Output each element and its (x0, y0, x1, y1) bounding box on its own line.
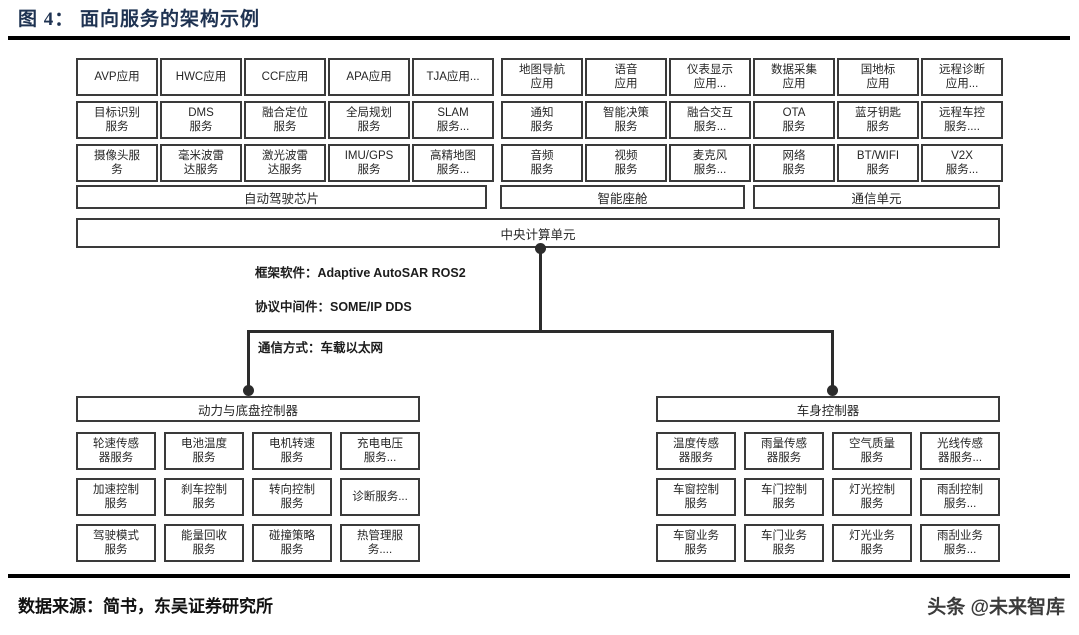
footer-divider (8, 574, 1070, 578)
group-cell-body-8[interactable]: 雨刮控制 服务... (920, 478, 1000, 516)
platform-bar-smart-cockpit[interactable]: 智能座舱 (500, 185, 745, 209)
grid-cell-application-8[interactable]: 仪表显示 应用... (669, 58, 751, 96)
group-cell-powertrain-2[interactable]: 电池温度 服务 (164, 432, 244, 470)
grid-cell-application-2[interactable]: HWC应用 (160, 58, 242, 96)
grid-cell-sensor-11[interactable]: V2X 服务... (921, 144, 1003, 182)
grid-cell-application-6[interactable]: 地图导航 应用 (501, 58, 583, 96)
grid-cell-sensor-9[interactable]: 网络 服务 (753, 144, 835, 182)
title-divider (8, 36, 1070, 40)
group-cell-body-6[interactable]: 车门控制 服务 (744, 478, 824, 516)
grid-cell-sensor-7[interactable]: 视频 服务 (585, 144, 667, 182)
grid-cell-application-7[interactable]: 语音 应用 (585, 58, 667, 96)
grid-cell-sensor-2[interactable]: 毫米波雷 达服务 (160, 144, 242, 182)
group-cell-body-10[interactable]: 车门业务 服务 (744, 524, 824, 562)
grid-cell-service-9[interactable]: OTA 服务 (753, 101, 835, 139)
group-cell-powertrain-10[interactable]: 能量回收 服务 (164, 524, 244, 562)
grid-cell-service-10[interactable]: 蓝牙钥匙 服务 (837, 101, 919, 139)
group-cell-body-3[interactable]: 空气质量 服务 (832, 432, 912, 470)
group-cell-powertrain-12[interactable]: 热管理服 务.... (340, 524, 420, 562)
grid-cell-application-10[interactable]: 国地标 应用 (837, 58, 919, 96)
connector-left-branch-vertical (247, 330, 250, 388)
grid-cell-service-1[interactable]: 目标识别 服务 (76, 101, 158, 139)
grid-cell-service-6[interactable]: 通知 服务 (501, 101, 583, 139)
connector-trunk-vertical (539, 248, 542, 332)
grid-cell-application-4[interactable]: APA应用 (328, 58, 410, 96)
group-header-powertrain[interactable]: 动力与底盘控制器 (76, 396, 420, 422)
annotation-communication-method: 通信方式：车载以太网 (258, 341, 384, 355)
page-title: 图 4： 面向服务的架构示例 (18, 9, 261, 30)
annotation-framework-software: 框架软件：Adaptive AutoSAR ROS2 (255, 266, 466, 280)
grid-cell-application-5[interactable]: TJA应用... (412, 58, 494, 96)
group-cell-body-4[interactable]: 光线传感 器服务... (920, 432, 1000, 470)
group-cell-powertrain-7[interactable]: 转向控制 服务 (252, 478, 332, 516)
group-cell-body-2[interactable]: 雨量传感 器服务 (744, 432, 824, 470)
platform-bar-communication-unit[interactable]: 通信单元 (753, 185, 1000, 209)
group-cell-powertrain-3[interactable]: 电机转速 服务 (252, 432, 332, 470)
grid-cell-application-11[interactable]: 远程诊断 应用... (921, 58, 1003, 96)
group-cell-body-1[interactable]: 温度传感 器服务 (656, 432, 736, 470)
group-cell-powertrain-1[interactable]: 轮速传感 器服务 (76, 432, 156, 470)
group-cell-powertrain-5[interactable]: 加速控制 服务 (76, 478, 156, 516)
group-cell-powertrain-8[interactable]: 诊断服务... (340, 478, 420, 516)
grid-cell-application-1[interactable]: AVP应用 (76, 58, 158, 96)
group-cell-powertrain-11[interactable]: 碰撞策略 服务 (252, 524, 332, 562)
grid-cell-service-4[interactable]: 全局规划 服务 (328, 101, 410, 139)
grid-cell-service-3[interactable]: 融合定位 服务 (244, 101, 326, 139)
grid-cell-sensor-6[interactable]: 音频 服务 (501, 144, 583, 182)
group-header-body[interactable]: 车身控制器 (656, 396, 1000, 422)
grid-cell-sensor-8[interactable]: 麦克风 服务... (669, 144, 751, 182)
grid-cell-service-7[interactable]: 智能决策 服务 (585, 101, 667, 139)
group-cell-powertrain-9[interactable]: 驾驶模式 服务 (76, 524, 156, 562)
grid-cell-sensor-1[interactable]: 摄像头服 务 (76, 144, 158, 182)
watermark-label: 头条 @未来智库 (927, 597, 1065, 618)
group-cell-powertrain-6[interactable]: 刹车控制 服务 (164, 478, 244, 516)
connector-dot-powertrain (243, 385, 254, 396)
connector-dot-body (827, 385, 838, 396)
group-cell-body-12[interactable]: 雨刮业务 服务... (920, 524, 1000, 562)
grid-cell-sensor-3[interactable]: 激光波雷 达服务 (244, 144, 326, 182)
grid-cell-application-9[interactable]: 数据采集 应用 (753, 58, 835, 96)
group-cell-body-11[interactable]: 灯光业务 服务 (832, 524, 912, 562)
group-cell-body-7[interactable]: 灯光控制 服务 (832, 478, 912, 516)
grid-cell-service-5[interactable]: SLAM 服务... (412, 101, 494, 139)
annotation-protocol-middleware: 协议中间件：SOME/IP DDS (255, 300, 412, 314)
group-cell-powertrain-4[interactable]: 充电电压 服务... (340, 432, 420, 470)
connector-right-branch-vertical (831, 330, 834, 388)
platform-bar-adas-chip[interactable]: 自动驾驶芯片 (76, 185, 487, 209)
grid-cell-application-3[interactable]: CCF应用 (244, 58, 326, 96)
source-note: 数据来源：简书，东吴证券研究所 (18, 597, 273, 616)
grid-cell-sensor-4[interactable]: IMU/GPS 服务 (328, 144, 410, 182)
group-cell-body-5[interactable]: 车窗控制 服务 (656, 478, 736, 516)
grid-cell-sensor-5[interactable]: 高精地图 服务... (412, 144, 494, 182)
connector-branch-horizontal (248, 330, 834, 333)
grid-cell-service-2[interactable]: DMS 服务 (160, 101, 242, 139)
grid-cell-sensor-10[interactable]: BT/WIFI 服务 (837, 144, 919, 182)
grid-cell-service-11[interactable]: 远程车控 服务.... (921, 101, 1003, 139)
group-cell-body-9[interactable]: 车窗业务 服务 (656, 524, 736, 562)
grid-cell-service-8[interactable]: 融合交互 服务... (669, 101, 751, 139)
